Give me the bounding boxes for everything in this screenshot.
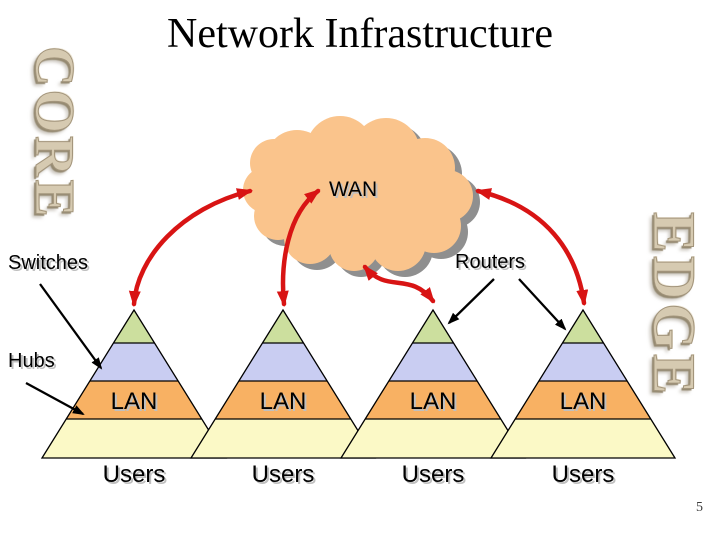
pyramid-2 <box>189 308 377 459</box>
pyramid-1 <box>40 308 228 459</box>
pyramid-layer-users <box>341 419 525 458</box>
pyramid-outline <box>40 308 228 459</box>
pyramid-layer-green <box>113 310 155 343</box>
pyramid-layer-switch <box>89 343 179 381</box>
users-label-3: Users <box>401 461 465 488</box>
pyramid-layer-green <box>562 310 604 343</box>
pyramid-layer-lan <box>515 381 651 419</box>
wan-link-arrow-2 <box>276 188 321 307</box>
switches-label: Switches <box>8 252 89 274</box>
users-label-4: Users <box>551 461 615 488</box>
pyramid-layer-lan <box>66 381 202 419</box>
wan-label: WAN <box>329 178 378 201</box>
wan-link-arrow-4 <box>475 188 589 306</box>
layer-divider-lines <box>365 342 501 420</box>
lan-label-1: LAN <box>110 388 158 415</box>
hubs-callout-arrow <box>25 381 85 416</box>
lan-label-3: LAN <box>409 388 457 415</box>
pyramid-layer-switch <box>538 343 628 381</box>
pyramid-layer-green <box>412 310 454 343</box>
lan-label-4: LAN <box>559 388 607 415</box>
page-number: 5 <box>696 500 703 515</box>
hubs-label: Hubs <box>8 350 55 372</box>
layer-divider-lines <box>515 342 651 420</box>
pyramid-outline <box>339 308 527 459</box>
pyramid-layer-green <box>262 310 304 343</box>
routers-callout-arrow-left <box>447 278 495 325</box>
pyramid-layer-users <box>191 419 375 458</box>
slide-title: Network Infrastructure <box>167 11 553 57</box>
pyramid-layer-lan <box>365 381 501 419</box>
users-label-2: Users <box>251 461 315 488</box>
core-vertical-label: CORE <box>23 46 86 221</box>
pyramid-4 <box>489 308 677 459</box>
pyramid-outline <box>489 308 677 459</box>
pyramid-layer-users <box>491 419 675 458</box>
routers-callout-arrow-right <box>518 278 567 331</box>
edge-vertical-label: EDGE <box>641 211 708 399</box>
pyramid-3 <box>339 308 527 459</box>
routers-label: Routers <box>455 251 526 273</box>
wan-link-arrow-3 <box>362 264 436 304</box>
switches-callout-arrow <box>39 283 103 370</box>
layer-divider-lines <box>66 342 202 420</box>
pyramid-layer-lan <box>215 381 351 419</box>
pyramid-layer-switch <box>238 343 328 381</box>
lan-label-2: LAN <box>259 388 307 415</box>
wan-link-arrow-1 <box>128 188 253 307</box>
users-label-1: Users <box>102 461 166 488</box>
pyramid-outline <box>189 308 377 459</box>
pyramid-layer-switch <box>388 343 478 381</box>
layer-divider-lines <box>215 342 351 420</box>
pyramid-layer-users <box>42 419 226 458</box>
